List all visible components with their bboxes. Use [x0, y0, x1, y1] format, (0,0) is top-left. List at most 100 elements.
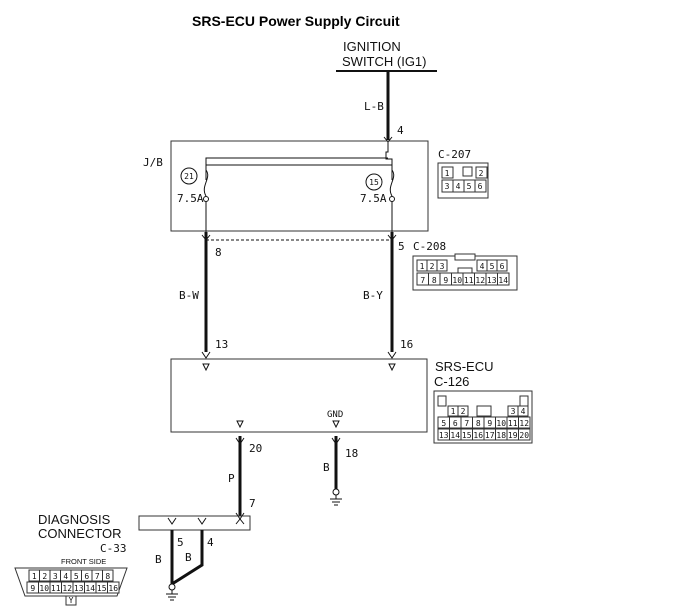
- c33-pin-10-label: 10: [39, 584, 49, 593]
- c126-pin-2-label: 2: [461, 407, 466, 416]
- c126-pin-14-label: 14: [450, 431, 460, 440]
- c207-pin-2-label: 2: [479, 169, 484, 178]
- c33-key: [65, 595, 77, 606]
- c207-label: C-207: [438, 148, 471, 161]
- ecu-connector-name: C-126: [434, 374, 469, 389]
- diag-ground-icon: [166, 590, 178, 601]
- pin-13-marker: [201, 351, 211, 359]
- c208-pin-2-label: 2: [430, 262, 435, 271]
- c207-pin-6: [474, 179, 487, 193]
- c33-pin-1-label: 1: [32, 572, 37, 581]
- c126-pin-18-label: 18: [496, 431, 506, 440]
- ecu-pin-20-arrow: [236, 420, 244, 429]
- c33-pin-15-label: 15: [97, 584, 107, 593]
- c207-pin-4-label: 4: [456, 182, 461, 191]
- c33-pin-8-label: 8: [105, 572, 110, 581]
- pin-jb-left-out: 8: [215, 246, 222, 259]
- c208-pin-12-label: 12: [475, 276, 485, 285]
- fuse-right-rating: 7.5A: [360, 192, 387, 205]
- c207-pin-1-label: 1: [445, 169, 450, 178]
- diag-label-line2: CONNECTOR: [38, 526, 122, 541]
- c33-pin-8: [102, 569, 114, 582]
- fuse-right: [389, 169, 395, 197]
- ecu-ground-terminal: [332, 488, 340, 496]
- pin-diag-gnd2: 4: [207, 536, 214, 549]
- diag-pin-4-fork: [197, 517, 207, 525]
- c208-pin-6: [496, 259, 508, 272]
- wire-ig-color: L-B: [364, 100, 384, 113]
- jb-bus: [205, 142, 393, 166]
- c207-key: [462, 166, 473, 177]
- c33-pin-3-label: 3: [53, 572, 58, 581]
- srs-ecu-box: [170, 358, 428, 433]
- c208-pin-4-label: 4: [480, 262, 485, 271]
- ecu-name: SRS-ECU: [435, 359, 494, 374]
- c207-pin-3-label: 3: [445, 182, 450, 191]
- c208-label: C-208: [413, 240, 446, 253]
- c126-pin-12: [518, 416, 531, 429]
- pin-ecu-gnd: 18: [345, 447, 358, 460]
- fuse-left: [203, 169, 209, 197]
- c33-pin-11-label: 11: [51, 584, 61, 593]
- diagram-title: SRS-ECU Power Supply Circuit: [192, 13, 400, 29]
- pin-jb-in: 4: [397, 124, 404, 137]
- c33-pin-5-label: 5: [74, 572, 79, 581]
- c33-pin-7-label: 7: [95, 572, 100, 581]
- c126-pin-6-label: 6: [453, 419, 458, 428]
- c126-latch-left: [437, 395, 447, 407]
- diag-pin-7-fork: [235, 518, 245, 525]
- wire-b-y-color: B-Y: [363, 289, 383, 302]
- c208-pin-6-label: 6: [500, 262, 505, 271]
- wire-diag-gnd-right-color: B: [185, 551, 192, 564]
- c33-pin-9-label: 9: [30, 584, 35, 593]
- c208-pin-14-label: 14: [498, 276, 508, 285]
- diag-ground-terminal: [168, 583, 176, 591]
- c126-pin-10-label: 10: [496, 419, 506, 428]
- c208-pin-8-label: 8: [432, 276, 437, 285]
- fuse-left-number-circle: [180, 167, 198, 185]
- c126-pin-12-label: 12: [519, 419, 529, 428]
- c208-pin-5-label: 5: [490, 262, 495, 271]
- wire-p-color: P: [228, 472, 235, 485]
- c208-pin-9-label: 9: [443, 276, 448, 285]
- fuse-left-number: 21: [184, 172, 194, 181]
- c126-pin-20: [518, 428, 531, 441]
- junction-block: [170, 140, 429, 232]
- wire-gnd-color: B: [323, 461, 330, 474]
- c126-pin-13-label: 13: [439, 431, 449, 440]
- c208-latch: [454, 253, 476, 261]
- c126-pin-2: [457, 405, 469, 417]
- ecu-pin-16-arrow: [388, 363, 396, 372]
- c207-pin-1: [441, 166, 454, 179]
- c33-pin-4-label: 4: [63, 572, 68, 581]
- c33-pin-12-label: 12: [62, 584, 72, 593]
- pin-16-marker: [387, 351, 397, 359]
- diag-connector-name: C-33: [100, 542, 127, 555]
- jb-label: J/B: [143, 156, 163, 169]
- c208-pin-3: [436, 259, 448, 272]
- c208-pin-3-label: 3: [440, 262, 445, 271]
- c208-pin-14: [497, 272, 510, 286]
- c126-pin-1-label: 1: [451, 407, 456, 416]
- c126-latch-right: [519, 395, 529, 407]
- c208-pin-13-label: 13: [487, 276, 497, 285]
- c208-pin-10-label: 10: [452, 276, 462, 285]
- c126-pin-7-label: 7: [464, 419, 469, 428]
- pin-jb-right-out: 5: [398, 240, 405, 253]
- ecu-ground-icon: [330, 495, 342, 506]
- c208-pin-11-label: 11: [464, 276, 474, 285]
- fuse-left-rating: 7.5A: [177, 192, 204, 205]
- wire-diag-gnd-left-color: B: [155, 553, 162, 566]
- c126-pin-16-label: 16: [473, 431, 483, 440]
- ignition-label-line2: SWITCH (IG1): [342, 54, 427, 69]
- c33-key-label: Y: [69, 596, 74, 605]
- c207-pin-2: [475, 166, 488, 179]
- c33-pin-2-label: 2: [42, 572, 47, 581]
- c208-pin-7-label: 7: [420, 276, 425, 285]
- c126-pin-3-label: 3: [511, 407, 516, 416]
- c33-pin-16: [107, 581, 120, 594]
